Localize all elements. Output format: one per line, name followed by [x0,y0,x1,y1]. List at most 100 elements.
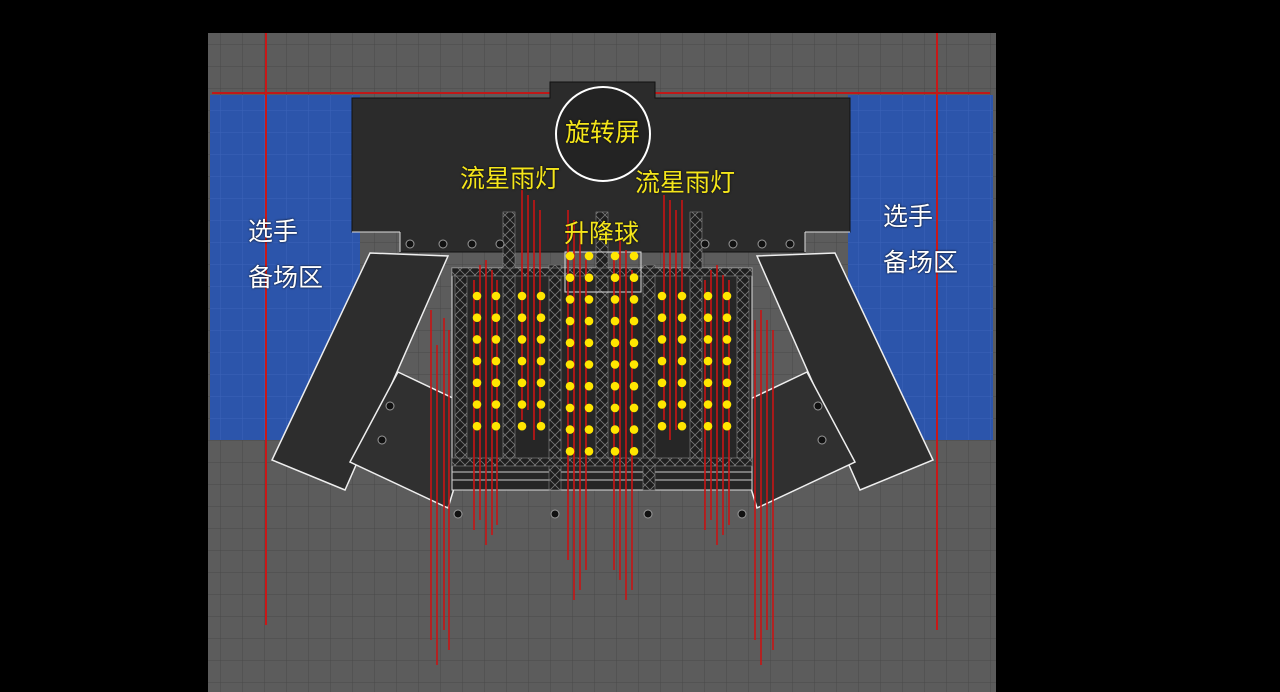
light-dot [584,273,594,283]
spotlight [728,239,738,249]
light-dot [565,360,575,369]
light-dot [677,421,687,431]
light-dot [657,313,667,323]
rotating-screen [555,86,651,182]
light-dot [536,421,546,431]
meteor-light-right-label: 流星雨灯 [635,168,736,197]
light-dot [722,291,732,301]
meteor-light-left-label: 流星雨灯 [460,164,561,193]
spotlight [643,509,653,519]
light-dot [703,356,713,366]
light-dot [657,378,667,388]
light-dot [565,338,575,348]
spotlight [785,239,795,249]
light-dot [703,335,713,344]
right-standby-label-1: 选手 [883,202,934,231]
light-dot [677,291,687,301]
light-dot [657,291,667,301]
light-dot [657,335,667,344]
light-dot [517,335,527,344]
light-dot [536,378,546,388]
light-dot [584,360,594,369]
lift-ball-label: 升降球 [564,219,640,248]
truss [595,211,609,463]
light-dot [491,335,501,344]
light-dot [677,400,687,409]
light-dot [610,447,620,456]
truss [736,271,750,461]
truss [642,264,656,491]
light-dot [629,403,639,413]
spotlight [453,509,463,519]
left-wing-outer [270,252,450,491]
light-dot [677,313,687,323]
light-dot [722,335,732,344]
left-wing-inner [348,371,479,510]
spotlight [737,509,747,519]
light-dot [657,356,667,366]
light-dot [629,338,639,348]
spotlight [817,435,827,445]
left-standby-label-2: 备场区 [248,263,324,292]
light-dot [517,313,527,323]
light-dot [629,316,639,326]
light-dot [677,356,687,366]
light-dot [472,335,482,344]
right-wing-outer [755,252,935,491]
light-dot [584,295,594,304]
light-dot [565,295,575,304]
light-dot [584,316,594,326]
lift-ball-frame [564,251,642,293]
spotlight [385,401,395,411]
light-dot [584,403,594,413]
light-dot [536,335,546,344]
light-dot [517,356,527,366]
light-dot [703,378,713,388]
light-dot [629,447,639,456]
light-dot [472,313,482,323]
light-dot [491,378,501,388]
light-dot [584,338,594,348]
spotlight [438,239,448,249]
light-dot [629,273,639,283]
light-dot [517,378,527,388]
light-dot [629,425,639,434]
spotlight-group [377,239,827,519]
light-dots [472,251,732,456]
spotlight [377,435,387,445]
right-wing-inner [726,371,857,510]
truss-horizontal [451,457,753,467]
truss [689,211,703,463]
light-dot [536,400,546,409]
light-dot [536,356,546,366]
light-dot [491,400,501,409]
light-dot [565,381,575,391]
light-dot [657,421,667,431]
light-dot [565,251,575,261]
spotlight [405,239,415,249]
light-dot [536,291,546,301]
right-standby-label-2: 备场区 [883,248,959,277]
truss-horizontal [451,267,753,277]
truss [454,271,468,461]
spotlight [495,239,505,249]
light-dot [491,313,501,323]
light-dot [703,313,713,323]
light-dot [610,316,620,326]
light-dot [610,295,620,304]
light-dot [610,338,620,348]
light-dot [677,378,687,388]
light-dot [703,421,713,431]
light-dot [629,295,639,304]
light-dot [629,360,639,369]
light-dot [703,291,713,301]
light-dot [722,378,732,388]
light-dot [565,403,575,413]
light-dot [517,291,527,301]
spotlight [550,509,560,519]
light-dot [472,356,482,366]
spotlight [700,239,710,249]
light-dot [610,273,620,283]
light-dot [722,400,732,409]
